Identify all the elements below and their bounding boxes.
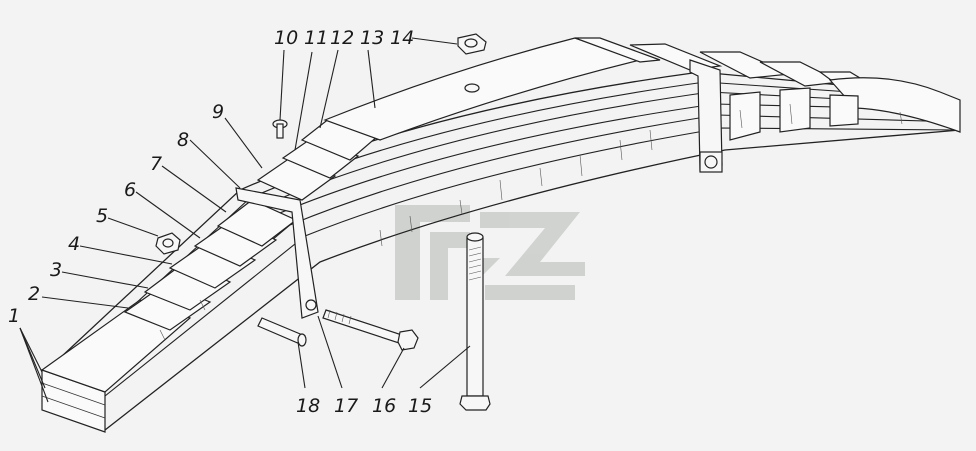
leader-lines	[19, 37, 471, 403]
callout-10: 10	[274, 27, 298, 49]
callout-17: 17	[334, 395, 358, 417]
pin-18	[257, 317, 307, 347]
callout-11: 11	[304, 27, 328, 49]
bolt-15	[459, 232, 491, 411]
callout-16: 16	[372, 395, 396, 417]
callout-18: 18	[296, 395, 320, 417]
spring-body	[40, 37, 961, 433]
callout-7: 7	[150, 153, 162, 175]
callout-8: 8	[177, 129, 189, 151]
callout-3: 3	[50, 259, 62, 281]
nut-14	[457, 33, 487, 55]
center-hole	[464, 83, 480, 93]
callouts: 1 2 3 4 5 6 7 8 9 10 11 12 13 14 15 16 1…	[8, 27, 432, 417]
callout-13: 13	[360, 27, 384, 49]
callout-4: 4	[68, 233, 80, 255]
right-clamp	[689, 59, 723, 173]
bolt-16	[322, 309, 419, 351]
nut-5	[155, 232, 181, 255]
callout-5: 5	[96, 205, 108, 227]
callout-15: 15	[408, 395, 432, 417]
callout-12: 12	[330, 27, 354, 49]
left-clamp	[235, 187, 319, 319]
rivet-10	[272, 119, 288, 139]
callout-14: 14	[390, 27, 414, 49]
watermark-logo-icon	[395, 205, 585, 300]
callout-1: 1	[8, 305, 20, 327]
callout-2: 2	[28, 283, 40, 305]
callout-6: 6	[124, 179, 136, 201]
callout-9: 9	[212, 101, 224, 123]
